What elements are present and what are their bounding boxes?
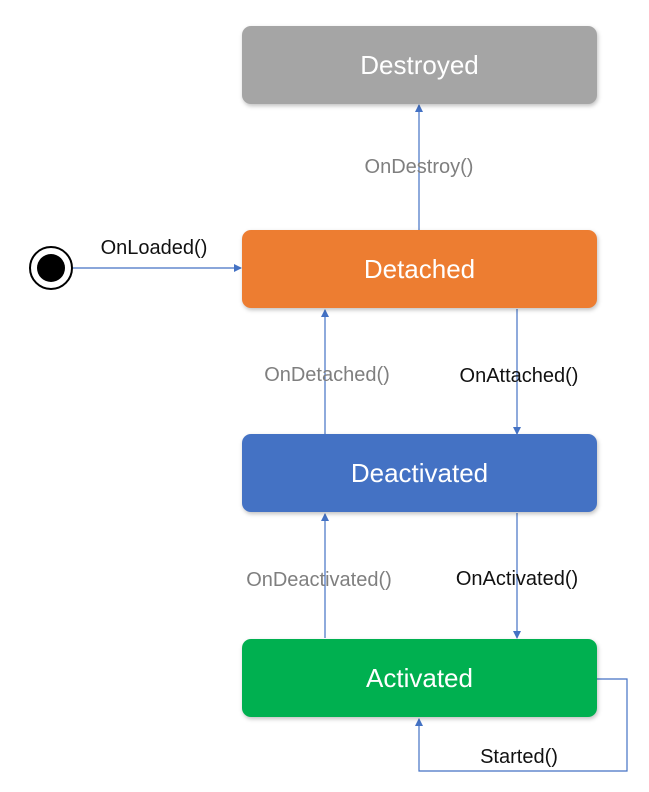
state-destroyed-label: Destroyed (360, 49, 479, 80)
started-loop-arrow (415, 678, 628, 772)
started-label: Started() (480, 746, 558, 768)
state-destroyed: Destroyed (242, 26, 597, 104)
state-activated: Activated (242, 639, 597, 717)
ondetached-label: OnDetached() (264, 364, 390, 386)
ondestroy-label: OnDestroy() (364, 156, 474, 178)
state-detached: Detached (242, 230, 597, 308)
state-deactivated: Deactivated (242, 434, 597, 512)
state-deactivated-label: Deactivated (350, 457, 489, 488)
state-detached-label: Detached (363, 253, 476, 284)
onloaded-label: OnLoaded() (100, 237, 208, 259)
state-activated-label: Activated (366, 662, 473, 693)
onattached-label: OnAttached() (459, 365, 579, 387)
onactivated-label: OnActivated() (455, 568, 579, 590)
initial-state-icon (29, 246, 73, 290)
ondeactivated-label: OnDeactivated() (246, 569, 392, 591)
